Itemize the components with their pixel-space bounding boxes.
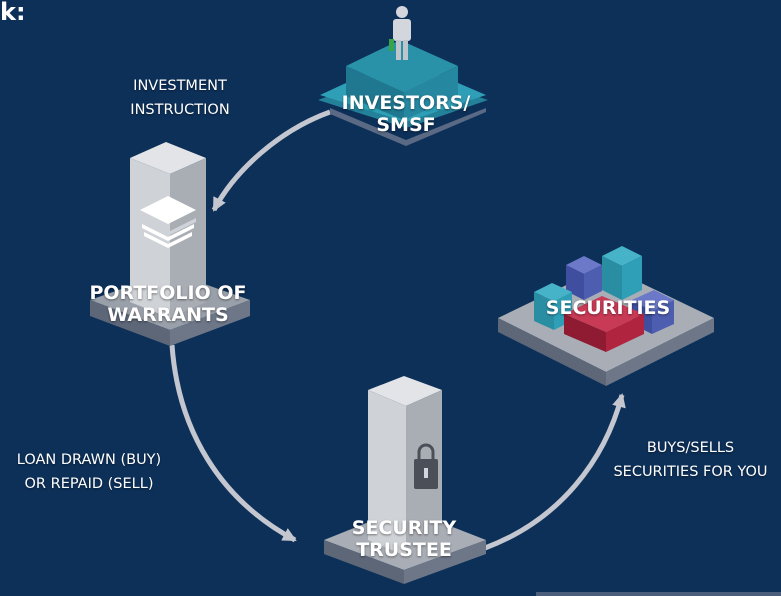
investors-node: [318, 6, 488, 146]
portfolio-label-line1: PORTFOLIO OF: [89, 282, 247, 304]
padlock-icon: [414, 443, 438, 489]
investors-block-right: [404, 66, 458, 120]
investors-label: INVESTORS/ SMSF: [336, 92, 476, 136]
securities-platform-right: [606, 318, 714, 386]
investors-block-top: [346, 40, 458, 92]
securities-platform-left: [498, 318, 606, 386]
cube-indigo-back: [566, 256, 602, 300]
trustee-tower-top: [368, 376, 442, 406]
arrow-buys-sells: [484, 393, 626, 551]
arrow-investment-instruction: [211, 109, 331, 212]
investment-instruction-line2: INSTRUCTION: [130, 102, 230, 118]
cube-teal-back: [602, 246, 642, 300]
securities-label-text: SECURITIES: [545, 297, 671, 319]
loan-label-line1: LOAN DRAWN (BUY): [16, 452, 162, 468]
bottom-bar: [536, 592, 781, 596]
trustee-platform-right: [404, 540, 486, 584]
arrow-loan: [169, 344, 297, 543]
investors-label-line1: INVESTORS/: [341, 92, 471, 114]
portfolio-node: [90, 142, 250, 346]
investors-label-line2: SMSF: [376, 114, 436, 136]
portfolio-platform-right: [170, 300, 250, 346]
trustee-label-line2: TRUSTEE: [356, 539, 452, 561]
stack-logo-icon: [140, 196, 196, 248]
trustee-label: SECURITY TRUSTEE: [334, 517, 474, 561]
buys-sells-label: BUYS/SELLS SECURITIES FOR YOU: [600, 436, 781, 484]
investors-block-left: [346, 66, 404, 120]
trustee-platform-left: [324, 540, 404, 584]
person-icon: [389, 6, 411, 60]
trustee-node: [324, 376, 486, 584]
investors-platform-edge: [330, 108, 486, 146]
portfolio-platform-left: [90, 300, 170, 346]
portfolio-tower-top: [130, 142, 206, 174]
cube-crimson-front: [564, 296, 644, 352]
header-fragment: k:: [0, 0, 26, 26]
portfolio-label: PORTFOLIO OF WARRANTS: [88, 282, 248, 326]
loan-label-line2: OR REPAID (SELL): [24, 476, 154, 492]
buys-sells-line1: BUYS/SELLS: [646, 440, 735, 456]
securities-label: SECURITIES: [538, 297, 678, 319]
trustee-label-line1: SECURITY: [351, 517, 457, 539]
securities-node: [498, 246, 714, 386]
portfolio-label-line2: WARRANTS: [107, 304, 229, 326]
investment-instruction-label: INVESTMENT INSTRUCTION: [110, 74, 250, 122]
trustee-tower-left: [368, 390, 406, 556]
buys-sells-line2: SECURITIES FOR YOU: [613, 464, 768, 480]
investment-instruction-line1: INVESTMENT: [133, 78, 227, 94]
loan-label: LOAN DRAWN (BUY) OR REPAID (SELL): [4, 448, 174, 496]
